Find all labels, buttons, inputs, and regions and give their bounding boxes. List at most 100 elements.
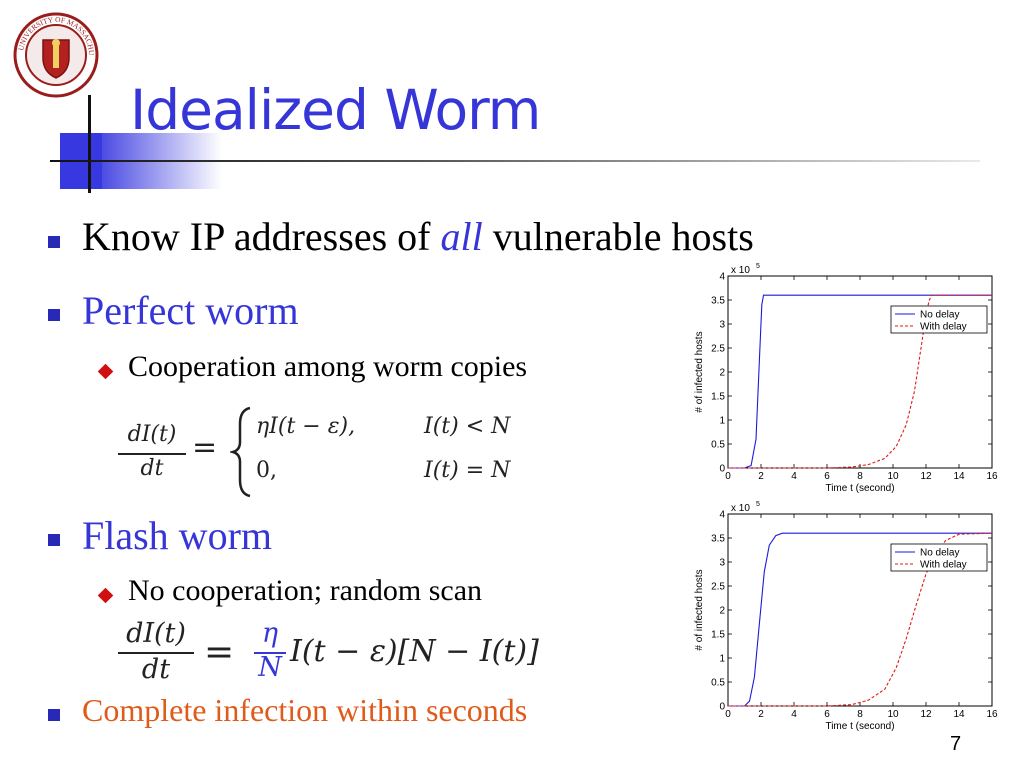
sub-bullet-cooperation: Cooperation among worm copies <box>128 350 528 383</box>
x-tick-label: 12 <box>920 709 932 720</box>
y-tick-label: 1.5 <box>711 630 725 641</box>
x-tick-label: 4 <box>791 471 797 482</box>
legend-box <box>890 305 988 334</box>
title-deco-vertical-line <box>88 95 91 193</box>
bullet-perfect-worm: Perfect worm <box>82 288 299 333</box>
legend-label-1: With delay <box>920 560 967 571</box>
y-tick-label: 1 <box>719 654 725 665</box>
y-axis-label: # of infected hosts <box>694 569 705 650</box>
eq1-left-brace <box>230 406 251 498</box>
bullet-emphasis: all <box>440 214 483 259</box>
eq1-fraction-bar <box>118 453 186 455</box>
eq1-numerator: dI(t) <box>127 422 177 447</box>
y-tick-label: 2 <box>719 606 725 617</box>
y-axis-label: # of infected hosts <box>694 331 705 412</box>
legend-label-0: No delay <box>920 310 959 321</box>
eq1-equals: = <box>192 430 218 465</box>
plot-area <box>727 513 993 707</box>
eq2-coefficient: η N <box>254 618 286 684</box>
page-number: 7 <box>950 733 962 755</box>
x-tick-label: 2 <box>758 471 764 482</box>
sub-bullet-no-cooperation: No cooperation; random scan <box>128 574 483 607</box>
x-tick-label: 14 <box>953 471 965 482</box>
y-tick-label: 3.5 <box>711 534 725 545</box>
y-tick-label: 0.5 <box>711 678 725 689</box>
eq2-equals: = <box>204 632 235 673</box>
title-underline <box>50 160 980 162</box>
bullet-know-ip: Know IP addresses of all vulnerable host… <box>82 213 754 260</box>
y-tick-label: 0 <box>719 702 725 713</box>
eq1-case2-expression: 0, <box>256 458 277 483</box>
eq1-fraction: dI(t) dt <box>118 414 186 484</box>
eq1-case1-expression: ηI(t − ε), <box>256 414 356 439</box>
y-tick-label: 3.5 <box>711 296 725 307</box>
x-axis-label: Time t (second) <box>825 721 894 732</box>
university-seal-icon: UNIVERSITY OF MASSACHUSETTS <box>11 5 99 98</box>
plot-area <box>727 275 993 469</box>
eq1-case1-condition: I(t) < N <box>424 414 511 439</box>
bullet-flash-worm: Flash worm <box>82 513 272 558</box>
legend-label-1: With delay <box>920 322 967 333</box>
eq2-denominator: dt <box>141 654 171 685</box>
equation-flash-worm: dI(t) dt = η N I(t − ε)[N − I(t)] <box>118 618 608 685</box>
legend-label-0: No delay <box>920 548 959 559</box>
eq1-case2-condition: I(t) = N <box>424 458 511 483</box>
sub-bullet-diamond-icon <box>97 363 114 380</box>
x-axis-label: Time t (second) <box>825 483 894 494</box>
x-tick-label: 16 <box>986 471 998 482</box>
x-tick-label: 6 <box>824 471 830 482</box>
eq2-fraction-bar <box>118 652 194 654</box>
bullet-text: vulnerable hosts <box>482 214 754 259</box>
x-tick-label: 0 <box>725 709 731 720</box>
y-tick-label: 2.5 <box>711 582 725 593</box>
y-tick-label: 3 <box>719 320 725 331</box>
bullet-square-icon <box>48 709 60 721</box>
x-tick-label: 8 <box>857 471 863 482</box>
y-tick-label: 4 <box>719 272 725 283</box>
y-tick-label: 1.5 <box>711 392 725 403</box>
series-line-1 <box>728 532 993 707</box>
eq2-coefficient-denominator: N <box>258 652 282 683</box>
eq1-denominator: dt <box>140 456 164 481</box>
y-tick-label: 4 <box>719 510 725 521</box>
equation-perfect-worm: dI(t) dt = ηI(t − ε), I(t) < N 0, I(t) =… <box>118 400 578 500</box>
bullet-complete-infection: Complete infection within seconds <box>82 692 528 728</box>
eq2-rhs: I(t − ε)[N − I(t)] <box>290 634 539 669</box>
y-tick-label: 3 <box>719 558 725 569</box>
x-tick-label: 4 <box>791 709 797 720</box>
x-tick-label: 0 <box>725 471 731 482</box>
bullet-square-icon <box>48 534 60 546</box>
y-tick-label: 2 <box>719 368 725 379</box>
x-tick-label: 6 <box>824 709 830 720</box>
y-tick-label: 0.5 <box>711 440 725 451</box>
eq2-coefficient-numerator: η <box>261 618 279 649</box>
university-seal-logo: UNIVERSITY OF MASSACHUSETTS <box>11 5 99 98</box>
eq2-coefficient-bar <box>254 652 286 654</box>
x-tick-label: 8 <box>857 709 863 720</box>
eq2-numerator: dI(t) <box>126 618 186 649</box>
x-tick-label: 12 <box>920 471 932 482</box>
legend-box <box>890 543 988 572</box>
series-line-0 <box>728 532 992 707</box>
eq2-fraction: dI(t) dt <box>118 618 194 685</box>
sub-bullet-diamond-icon <box>97 587 114 604</box>
slide-title: Idealized Worm <box>130 78 541 142</box>
x-tick-label: 16 <box>986 709 998 720</box>
x-tick-label: 14 <box>953 709 965 720</box>
y-exponent-label: x 10 <box>731 265 750 276</box>
bullet-text: Know IP addresses of <box>82 214 441 259</box>
bullet-square-icon <box>48 309 60 321</box>
y-exponent-power: 5 <box>756 501 760 508</box>
y-tick-label: 2.5 <box>711 344 725 355</box>
bullet-square-icon <box>48 236 60 248</box>
series-line-1 <box>728 294 992 469</box>
y-tick-label: 1 <box>719 416 725 427</box>
y-exponent-power: 5 <box>756 263 760 270</box>
x-tick-label: 2 <box>758 709 764 720</box>
y-tick-label: 0 <box>719 464 725 475</box>
x-tick-label: 10 <box>887 709 899 720</box>
